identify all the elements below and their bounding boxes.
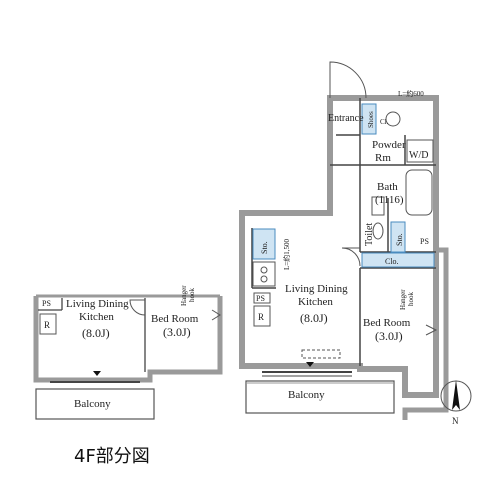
door-note-label: L=約600: [398, 89, 424, 98]
bath-label-line1: Bath: [377, 181, 398, 193]
partial-ldk-label-line2: Kitchen: [79, 311, 114, 323]
partial-balcony: [35, 388, 155, 420]
partial-ldk-label-line1: Living Dining: [66, 298, 129, 310]
ldk-label-line2: Kitchen: [298, 296, 333, 308]
partial-outer-wall: [33, 296, 223, 383]
toilet-label: Toilet: [364, 223, 375, 246]
powder-room-label-line2: Rm: [375, 152, 391, 164]
partial-ldk-size-label: (8.0J): [82, 326, 110, 340]
main-unit: Entrance Shoes Cl. L=約600 Powder Rm W/D …: [239, 61, 449, 420]
partial-ps-label: PS: [42, 299, 51, 308]
partial-balcony-label: Balcony: [74, 398, 111, 410]
hanger-label-line2: hook: [407, 292, 415, 307]
partial-hanger-label-line2: hook: [188, 288, 196, 303]
partial-bedroom-size-label: (3.0J): [163, 325, 191, 339]
north-arrow: N: [440, 380, 472, 426]
ldk-label-line1: Living Dining: [285, 283, 348, 295]
hanger-label-line1: Hanger: [399, 289, 407, 310]
ps-top-label: PS: [420, 237, 429, 246]
wd-label: W/D: [409, 150, 428, 161]
main-outer-wall: [239, 95, 439, 398]
partial-bedroom-label-line1: Bed Room: [151, 313, 199, 325]
partial-unit: PS Living Dining Kitchen (8.0J) R Bed Ro…: [33, 285, 223, 420]
l-note-label: L=約1,500: [282, 239, 291, 270]
clo-label: Clo.: [385, 257, 399, 266]
ldk-size-label: (8.0J): [300, 311, 328, 325]
entrance-label: Entrance: [328, 113, 364, 124]
cl-label: Cl.: [380, 118, 389, 126]
sto-label-toilet: Sto.: [395, 233, 404, 246]
bedroom-size-label: (3.0J): [375, 329, 403, 343]
sto-label-kitchen: Sto.: [260, 241, 269, 254]
north-label: N: [452, 416, 459, 426]
entrance-door: [329, 61, 367, 99]
main-balcony: [245, 380, 395, 414]
powder-room-label-line1: Powder: [372, 139, 406, 151]
main-balcony-label: Balcony: [288, 389, 325, 401]
ps-kitchen-label: PS: [256, 294, 265, 303]
partial-r-mark-label: R: [44, 320, 50, 330]
bath-label-line2: (1116): [375, 194, 404, 206]
floor-caption: 4F部分図: [74, 446, 150, 467]
partial-hanger-label-line1: Hanger: [180, 285, 188, 306]
shoes-label: Shoes: [367, 111, 375, 128]
bedroom-label-line1: Bed Room: [363, 317, 411, 329]
r-mark-label: R: [258, 312, 264, 322]
